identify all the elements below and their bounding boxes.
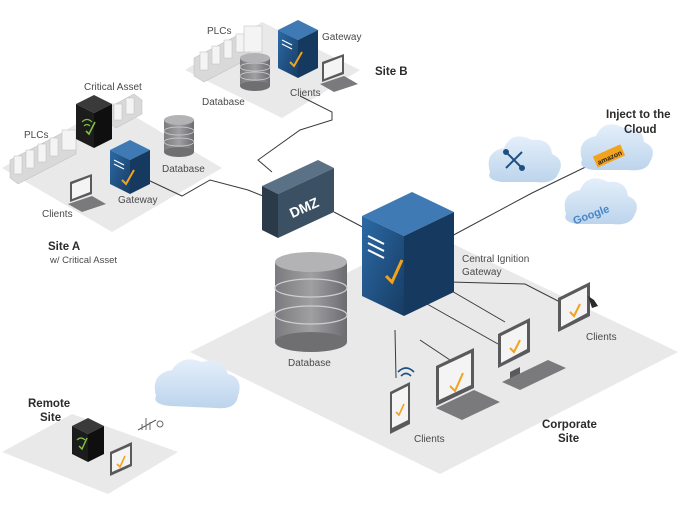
laptop-icon-site-b [320, 54, 358, 92]
central-database-icon [274, 252, 348, 352]
plc-rack-site-b [193, 25, 263, 83]
site-a-critical-asset-label: Critical Asset [84, 82, 142, 93]
cloud-title-line2: Cloud [624, 124, 657, 136]
site-b-gateway-label: Gateway [322, 32, 361, 43]
central-ignition-gateway-server-icon [362, 192, 454, 316]
critical-asset-server-icon [76, 95, 112, 148]
site-a-gateway-label: Gateway [118, 195, 157, 206]
server-icon-site-b-gateway [278, 20, 318, 78]
monitor-icon-corporate-middle [498, 318, 566, 390]
remote-site-monitor-icon [110, 442, 132, 476]
database-icon-site-b [239, 53, 271, 91]
site-b-title: Site B [375, 66, 408, 78]
aws-logo: amazon [580, 124, 653, 171]
site-b-plcs-label: PLCs [207, 26, 231, 37]
google-logo: Google [564, 178, 637, 227]
remote-site-server-icon [72, 418, 104, 462]
remote-site-cloud-icon [154, 359, 240, 409]
site-a-title: Site A [48, 241, 80, 253]
wireless-icon-remote [141, 418, 164, 430]
laptop-icon-site-a [68, 174, 106, 212]
database-icon-site-a [163, 115, 195, 157]
central-gateway-label-line1: Central Ignition [462, 254, 529, 265]
corporate-site-title-line2: Site [558, 433, 579, 445]
site-a-plcs-label: PLCs [24, 130, 48, 141]
server-icon-site-a-gateway [110, 140, 150, 194]
site-b-clients-label: Clients [290, 88, 321, 99]
site-a-subtitle: w/ Critical Asset [49, 255, 117, 266]
monitor-icon-corporate-right [558, 282, 598, 332]
remote-site-title-line1: Remote [28, 398, 70, 410]
cloud-title-line1: Inject to the [606, 109, 671, 121]
laptop-icon-corporate [436, 348, 500, 420]
site-a-database-label: Database [162, 164, 205, 175]
corporate-clients-bottom-label: Clients [414, 434, 445, 445]
site-b-database-label: Database [202, 97, 245, 108]
cloud-icon-integration [488, 136, 561, 183]
mobile-icon-corporate [390, 367, 415, 434]
plc-rack-site-a [9, 129, 77, 185]
corporate-clients-right-label: Clients [586, 332, 617, 343]
central-gateway-label-line2: Gateway [462, 267, 501, 278]
site-a-clients-label: Clients [42, 209, 73, 220]
central-database-label: Database [288, 358, 331, 369]
corporate-site-title-line1: Corporate [542, 419, 597, 431]
remote-site-title-line2: Site [40, 412, 61, 424]
dmz-firewall-icon: DMZ [262, 160, 334, 238]
